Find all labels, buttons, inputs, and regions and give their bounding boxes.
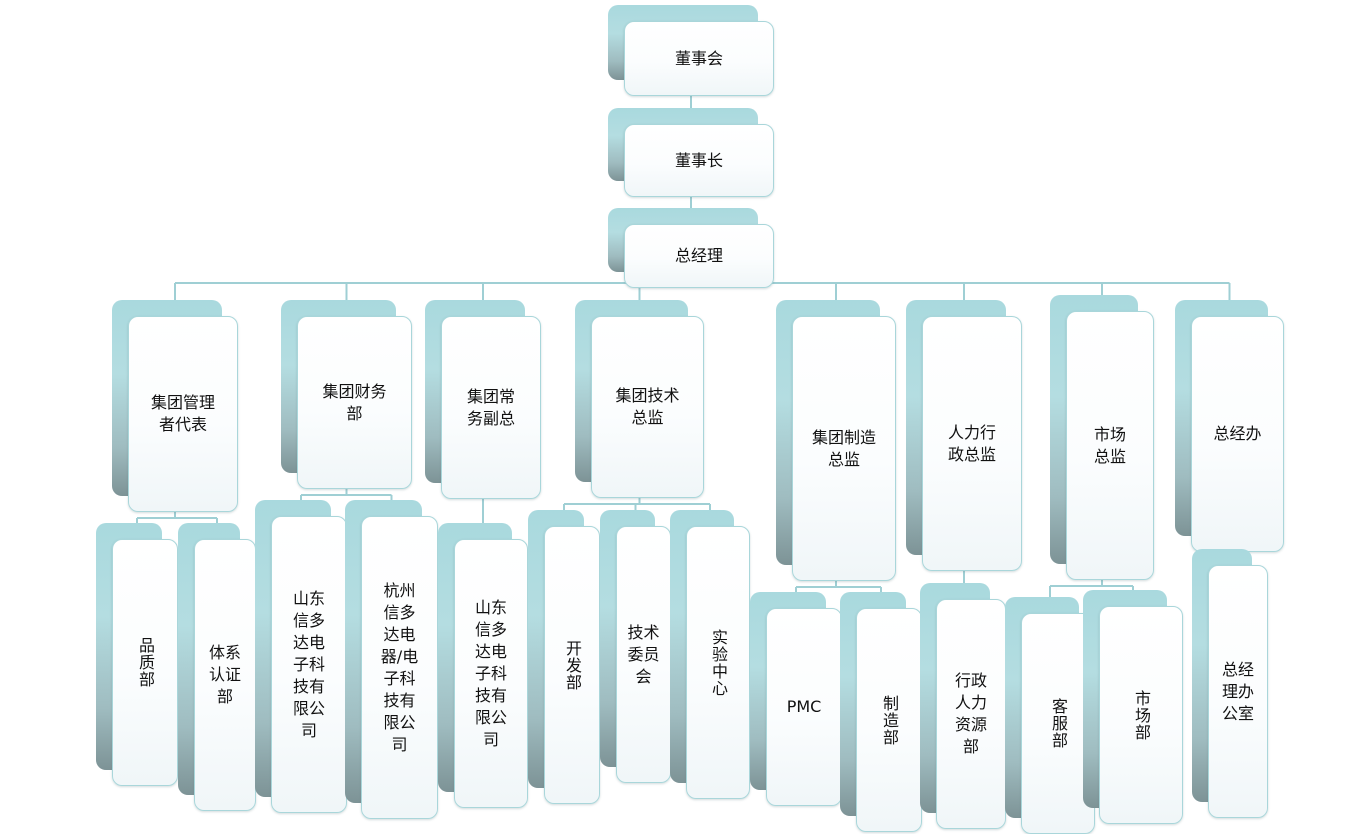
- node-board[interactable]: 董事会: [608, 5, 774, 96]
- node-label: 体系认证部: [208, 643, 241, 706]
- node-box: 山东信多达电子科技有限公司: [454, 539, 528, 808]
- node-pmc[interactable]: PMC: [750, 592, 842, 806]
- node-label: 客服部: [1049, 698, 1068, 749]
- node-customer-service[interactable]: 客服部: [1005, 597, 1095, 834]
- node-box: 市场部: [1099, 606, 1183, 824]
- node-label: 开发部: [563, 639, 582, 691]
- node-label: 集团技术总监: [615, 386, 680, 427]
- node-certification[interactable]: 体系认证部: [178, 523, 256, 811]
- node-label: 市场总监: [1093, 424, 1126, 466]
- node-chairman[interactable]: 董事长: [608, 108, 774, 197]
- node-box: 总经理办公室: [1208, 565, 1268, 818]
- node-box: 品质部: [112, 539, 178, 786]
- node-label: 总经理: [674, 246, 723, 265]
- node-label: 品质部: [136, 637, 155, 688]
- node-label: 集团管理者代表: [150, 393, 215, 434]
- node-box: PMC: [766, 608, 842, 806]
- node-label: 董事长: [674, 150, 723, 170]
- node-hr-director[interactable]: 人力行政总监: [906, 300, 1022, 571]
- node-tech-director[interactable]: 集团技术总监: [575, 300, 704, 498]
- node-box: 董事会: [624, 21, 774, 96]
- node-box: 集团财务部: [297, 316, 412, 489]
- node-box: 杭州信多达电器/电子科技有限公司: [361, 516, 438, 819]
- node-hz-co[interactable]: 杭州信多达电器/电子科技有限公司: [345, 500, 438, 819]
- node-quality[interactable]: 品质部: [96, 523, 178, 786]
- node-sd-co-1[interactable]: 山东信多达电子科技有限公司: [255, 500, 347, 813]
- node-box: 总经办: [1191, 316, 1284, 552]
- node-label: 集团制造总监: [811, 427, 876, 469]
- node-box: 制造部: [856, 608, 922, 832]
- node-label: 山东信多达电子科技有限公司: [474, 597, 507, 749]
- node-label: 行政人力资源部: [954, 671, 987, 756]
- node-market-director[interactable]: 市场总监: [1050, 295, 1154, 580]
- node-label: 董事会: [674, 48, 723, 68]
- node-label: 技术委员会: [627, 622, 660, 686]
- node-box: 集团技术总监: [591, 316, 704, 498]
- node-mfg-director[interactable]: 集团制造总监: [776, 300, 896, 581]
- node-label: 实验中心: [709, 628, 728, 697]
- node-label: 集团财务部: [322, 381, 387, 423]
- node-label: 集团常务副总: [466, 386, 515, 428]
- node-box: 山东信多达电子科技有限公司: [271, 516, 347, 813]
- node-box: 集团管理者代表: [128, 316, 238, 512]
- node-label: 制造部: [880, 694, 899, 746]
- node-label: PMC: [786, 697, 822, 716]
- node-box: 市场总监: [1066, 311, 1154, 580]
- node-exec-deputy[interactable]: 集团常务副总: [425, 300, 541, 499]
- node-box: 集团制造总监: [792, 316, 896, 581]
- node-mgmt-rep[interactable]: 集团管理者代表: [112, 300, 238, 512]
- node-box: 集团常务副总: [441, 316, 541, 499]
- node-box: 行政人力资源部: [936, 599, 1006, 829]
- node-box: 体系认证部: [194, 539, 256, 811]
- node-finance[interactable]: 集团财务部: [281, 300, 412, 489]
- node-sd-co-2[interactable]: 山东信多达电子科技有限公司: [438, 523, 528, 808]
- node-label: 杭州信多达电器/电子科技有限公司: [380, 580, 419, 754]
- node-admin-hr[interactable]: 行政人力资源部: [920, 583, 1006, 829]
- node-dev[interactable]: 开发部: [528, 510, 600, 804]
- node-label: 总经办: [1213, 424, 1262, 443]
- node-box: 开发部: [544, 526, 600, 804]
- node-label: 市场部: [1132, 689, 1151, 741]
- node-tech-committee[interactable]: 技术委员会: [600, 510, 671, 783]
- node-gm[interactable]: 总经理: [608, 208, 774, 288]
- node-lab[interactable]: 实验中心: [670, 510, 750, 799]
- node-box: 人力行政总监: [922, 316, 1022, 571]
- node-box: 技术委员会: [616, 526, 671, 783]
- node-label: 山东信多达电子科技有限公司: [292, 588, 325, 740]
- node-box: 总经理: [624, 224, 774, 288]
- node-box: 实验中心: [686, 526, 750, 799]
- node-label: 人力行政总监: [947, 422, 996, 464]
- node-gm-office-room[interactable]: 总经理办公室: [1192, 549, 1268, 818]
- node-box: 董事长: [624, 124, 774, 197]
- node-label: 总经理办公室: [1221, 659, 1254, 723]
- node-manufacturing[interactable]: 制造部: [840, 592, 922, 832]
- node-market[interactable]: 市场部: [1083, 590, 1183, 824]
- node-gm-office[interactable]: 总经办: [1175, 300, 1284, 552]
